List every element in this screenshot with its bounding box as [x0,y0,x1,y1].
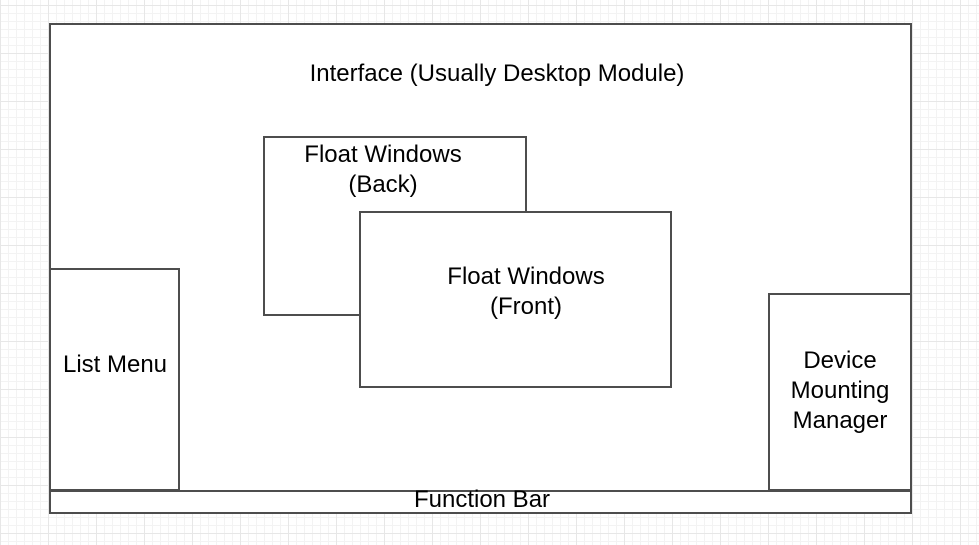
label-line: Float Windows [304,141,462,168]
float-windows-front-shape[interactable] [359,211,672,388]
label-line: Manager [792,407,888,434]
label-line: Float Windows [447,263,605,290]
float-windows-front-label: Float Windows (Front) [447,262,604,322]
label-line: Device [803,347,877,374]
label-line: Mounting [790,377,890,404]
float-windows-back-label: Float Windows (Back) [304,140,461,200]
list-menu-shape[interactable] [49,268,180,491]
function-bar-shape[interactable] [49,490,912,514]
label-line: (Back) [348,171,418,198]
label-line: (Front) [489,293,562,320]
device-mounting-manager-label: Device Mounting Manager [791,346,890,436]
function-bar-label: Function Bar [413,486,551,513]
list-menu-label: List Menu [62,351,168,378]
device-mounting-manager-shape[interactable] [768,293,912,491]
interface-box-label: Interface (Usually Desktop Module) [309,60,685,87]
